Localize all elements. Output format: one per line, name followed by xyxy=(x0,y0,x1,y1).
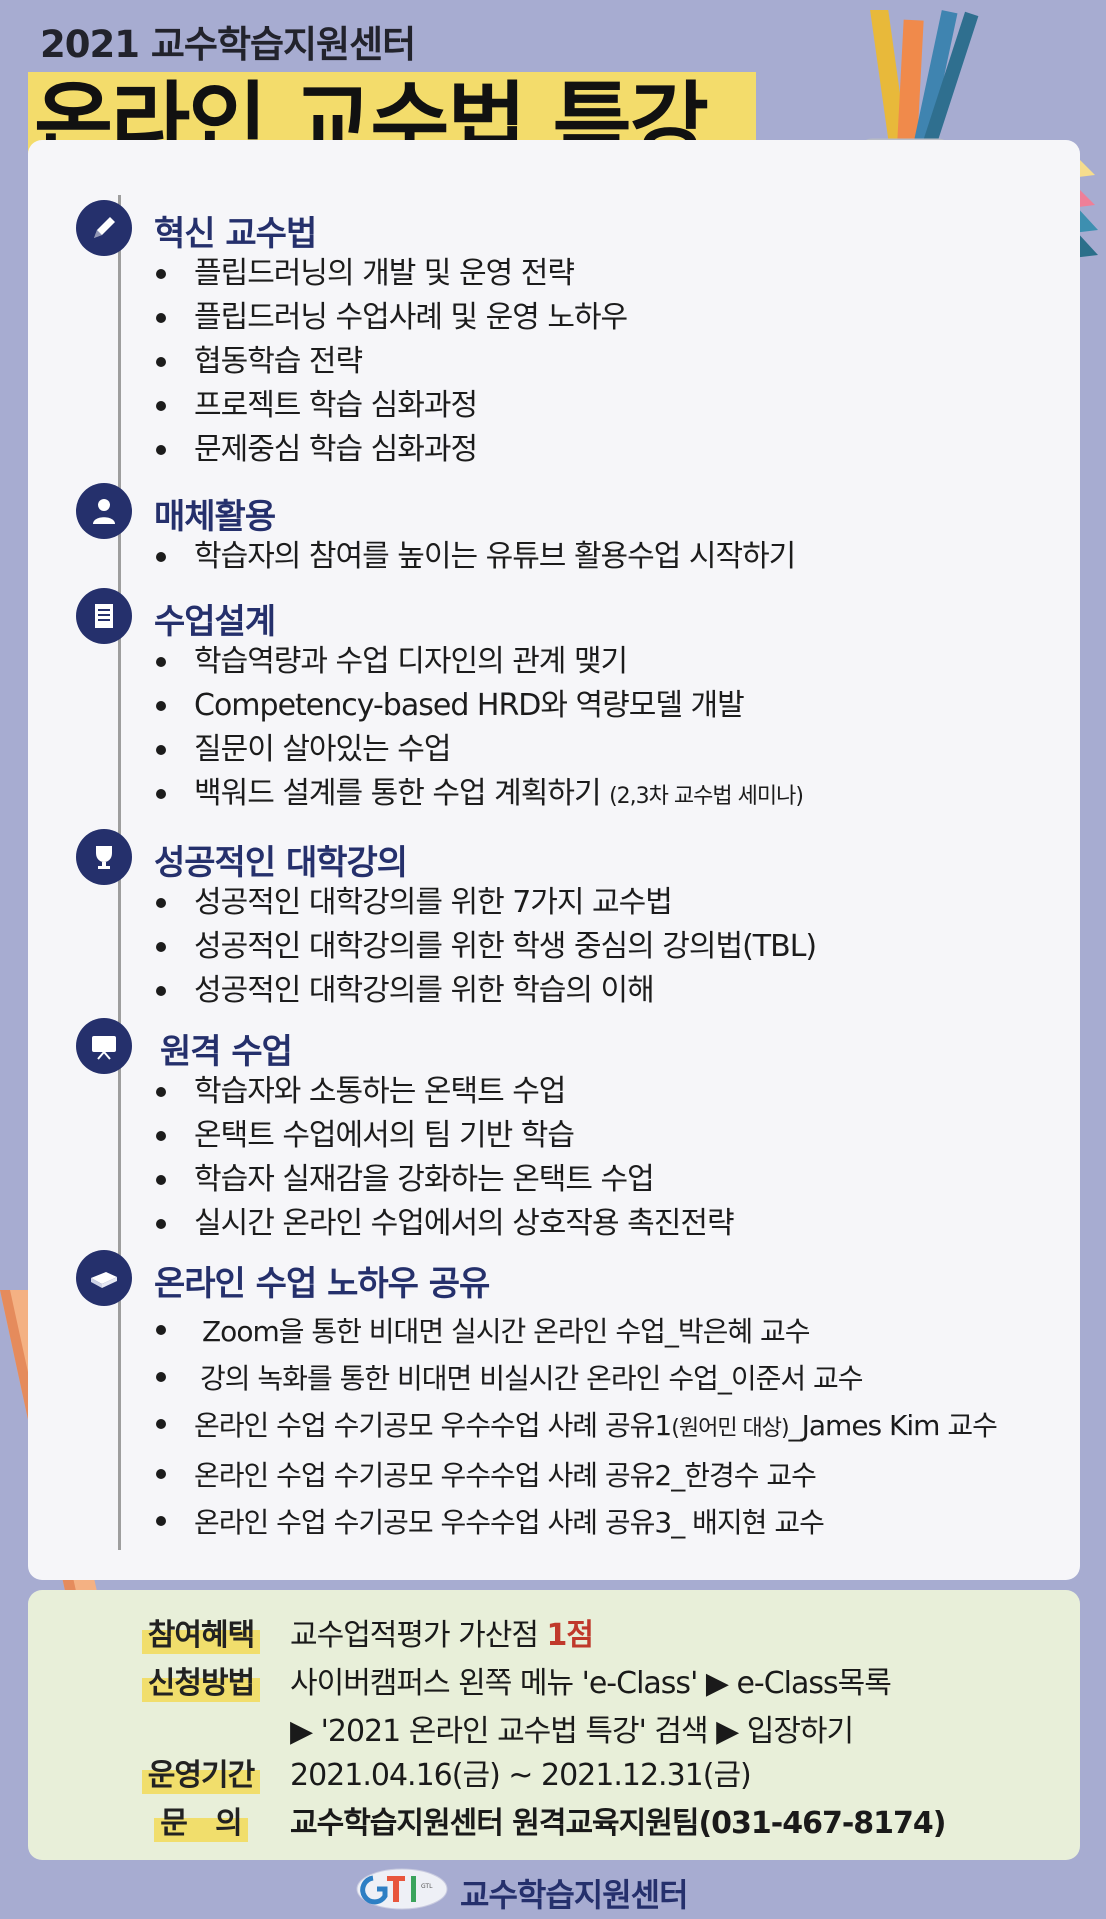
period-value: 2021.04.16(금) ~ 2021.12.31(금) xyxy=(290,1758,752,1793)
item-note: (원어민 대상) xyxy=(671,1416,789,1441)
item-list: 학습자의 참여를 높이는 유튜브 활용수업 시작하기 xyxy=(156,535,796,579)
list-item: 온라인 수업 수기공모 우수수업 사례 공유3_ 배지현 교수 xyxy=(156,1499,997,1546)
list-item: 실시간 온라인 수업에서의 상호작용 촉진전략 xyxy=(156,1202,735,1246)
item-list: Zoom을 통한 비대면 실시간 온라인 수업_박은혜 교수 강의 녹화를 통한… xyxy=(156,1308,998,1546)
gtl-logo: GTL xyxy=(356,1868,448,1910)
period-label: 운영기간 xyxy=(126,1750,276,1794)
list-item: 학습자 실재감을 강화하는 온택트 수업 xyxy=(156,1158,734,1202)
program-list-card xyxy=(28,140,1080,1580)
list-item: 학습자와 소통하는 온택트 수업 xyxy=(156,1070,734,1114)
center-subtitle: 2021 교수학습지원센터 xyxy=(40,23,416,66)
document-icon xyxy=(76,588,132,644)
item-text: Zoom을 통한 비대면 실시간 온라인 수업_박은혜 교수 xyxy=(202,1315,811,1348)
item-text-tail: _James Kim 교수 xyxy=(788,1409,998,1442)
section-title: 온라인 수업 노하우 공유 xyxy=(154,1264,490,1304)
section-title: 혁신 교수법 xyxy=(154,214,317,254)
book-icon xyxy=(76,1250,132,1306)
contact-value: 교수학습지원센터 원격교육지원팀(031-467-8174) xyxy=(290,1806,947,1841)
info-box: 참여혜택 교수업적평가 가산점 1점 신청방법 사이버캠퍼스 왼쪽 메뉴 'e-… xyxy=(28,1590,1080,1860)
list-item: 온택트 수업에서의 팀 기반 학습 xyxy=(156,1114,734,1158)
apply-value-line1: 사이버캠퍼스 왼쪽 메뉴 'e-Class' ▶ e-Class목록 xyxy=(290,1666,892,1701)
item-text: 온라인 수업 수기공모 우수수업 사례 공유1 xyxy=(194,1409,672,1442)
item-note: (2,3차 교수법 세미나) xyxy=(609,784,804,809)
list-item: 성공적인 대학강의를 위한 학생 중심의 강의법(TBL) xyxy=(156,925,817,969)
list-item: 프로젝트 학습 심화과정 xyxy=(156,384,627,428)
item-text: 강의 녹화를 통한 비대면 비실시간 온라인 수업_이준서 교수 xyxy=(200,1362,864,1395)
list-item: 온라인 수업 수기공모 우수수업 사례 공유1(원어민 대상)_James Ki… xyxy=(156,1402,998,1452)
list-item: 학습자의 참여를 높이는 유튜브 활용수업 시작하기 xyxy=(156,535,796,579)
benefit-label: 참여혜택 xyxy=(126,1610,276,1654)
list-item: 플립드러닝의 개발 및 운영 전략 xyxy=(156,252,627,296)
item-list: 플립드러닝의 개발 및 운영 전략 플립드러닝 수업사례 및 운영 노하우 협동… xyxy=(156,252,628,472)
list-item: Zoom을 통한 비대면 실시간 온라인 수업_박은혜 교수 xyxy=(156,1308,997,1355)
person-icon xyxy=(76,483,132,539)
list-item: 문제중심 학습 심화과정 xyxy=(156,428,627,472)
footer-center-name: 교수학습지원센터 xyxy=(460,1876,689,1914)
list-item: 강의 녹화를 통한 비대면 비실시간 온라인 수업_이준서 교수 xyxy=(156,1355,997,1402)
apply-label: 신청방법 xyxy=(126,1658,276,1702)
item-list: 학습역량과 수업 디자인의 관계 맺기 Competency-based HRD… xyxy=(156,640,804,819)
section-title: 성공적인 대학강의 xyxy=(154,843,408,883)
list-item: 성공적인 대학강의를 위한 학습의 이해 xyxy=(156,969,816,1013)
benefit-value: 교수업적평가 가산점 1점 xyxy=(290,1618,594,1653)
svg-text:GTL: GTL xyxy=(421,1883,433,1890)
item-list: 성공적인 대학강의를 위한 7가지 교수법 성공적인 대학강의를 위한 학생 중… xyxy=(156,881,817,1013)
list-item: 플립드러닝 수업사례 및 운영 노하우 xyxy=(156,296,628,340)
list-item: 온라인 수업 수기공모 우수수업 사례 공유2_한경수 교수 xyxy=(156,1452,997,1499)
list-item: 백워드 설계를 통한 수업 계획하기 (2,3차 교수법 세미나) xyxy=(156,772,804,819)
contact-label: 문 의 xyxy=(126,1798,276,1842)
list-item: 학습역량과 수업 디자인의 관계 맺기 xyxy=(156,640,803,684)
pencil-icon xyxy=(76,200,132,256)
section-title: 원격 수업 xyxy=(160,1032,293,1072)
list-item: 성공적인 대학강의를 위한 7가지 교수법 xyxy=(156,881,816,925)
list-item: Competency-based HRD와 역량모델 개발 xyxy=(156,684,803,728)
list-item: 협동학습 전략 xyxy=(156,340,627,384)
section-title: 매체활용 xyxy=(154,497,276,537)
list-item: 질문이 살아있는 수업 xyxy=(156,728,803,772)
item-text: 백워드 설계를 통한 수업 계획하기 xyxy=(194,776,602,811)
section-title: 수업설계 xyxy=(154,602,276,642)
trophy-icon xyxy=(76,829,132,885)
apply-value-line2: ▶ '2021 온라인 교수법 특강' 검색 ▶ 입장하기 xyxy=(290,1714,854,1749)
presentation-board-icon xyxy=(76,1018,132,1074)
item-list: 학습자와 소통하는 온택트 수업 온택트 수업에서의 팀 기반 학습 학습자 실… xyxy=(156,1070,735,1246)
